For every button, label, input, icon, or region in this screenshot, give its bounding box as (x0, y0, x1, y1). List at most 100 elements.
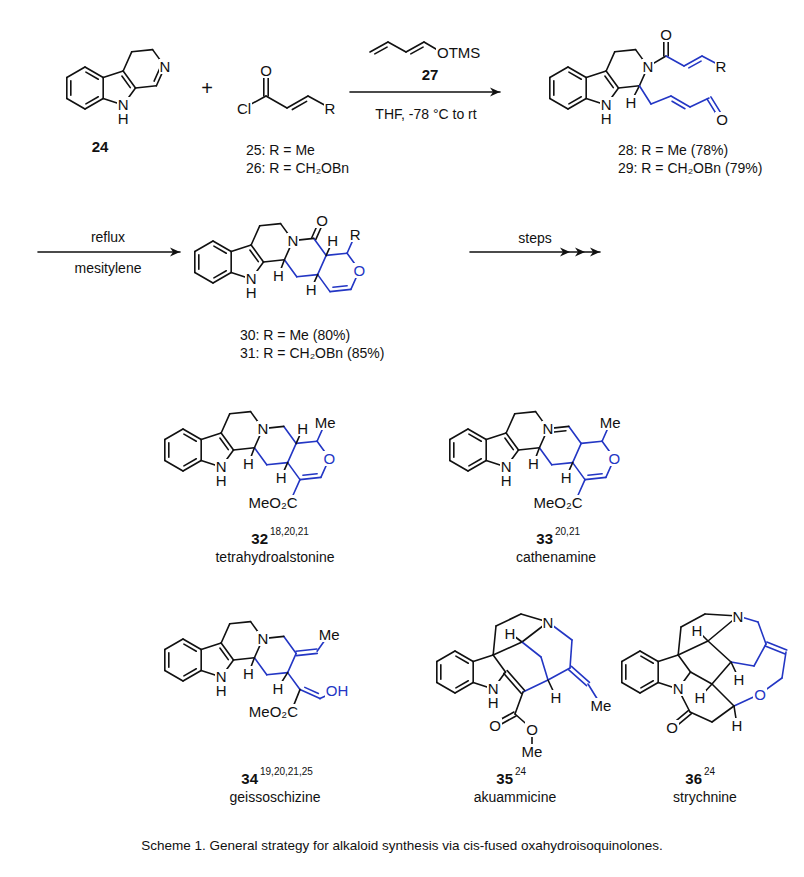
bond (297, 275, 318, 277)
bond (493, 655, 505, 672)
bond (493, 626, 496, 655)
double-bond (122, 76, 130, 88)
bond (200, 440, 202, 461)
bond (486, 433, 506, 439)
bond (183, 461, 201, 472)
condition-text: 31: R = CH₂OBn (85%) (240, 346, 384, 360)
atom-label: N (672, 681, 685, 696)
bond (231, 245, 251, 251)
double-bond (296, 653, 317, 655)
condition-text: 30: R = Me (80%) (240, 328, 350, 342)
double-bond (569, 97, 581, 104)
atom-label: N (215, 459, 228, 474)
bond (712, 662, 731, 684)
compound-name: geissoschizine (229, 790, 320, 804)
bond (622, 651, 640, 662)
arrowhead (170, 248, 180, 257)
bond (690, 98, 709, 107)
bond (388, 42, 406, 52)
bond (493, 642, 522, 655)
double-bond (672, 101, 685, 108)
double-bond (505, 438, 513, 450)
atom-label: N (487, 681, 500, 696)
bond (183, 671, 201, 682)
double-bond (588, 474, 602, 475)
condition-text: steps (518, 231, 551, 245)
bond (552, 463, 573, 465)
atom-label: O (488, 718, 502, 733)
bond (455, 651, 473, 662)
compound-number: 35 (496, 771, 513, 786)
atom-label: N (732, 609, 745, 624)
bond (450, 461, 468, 472)
double-bond (303, 474, 317, 475)
condition-text: THF, -78 °C to rt (375, 107, 476, 121)
bond (200, 650, 202, 671)
atom-label: H (600, 111, 613, 126)
compound-number: 27 (422, 67, 439, 82)
bond (288, 443, 297, 462)
double-bond (689, 61, 701, 68)
atom-label: N (117, 97, 130, 112)
bond (183, 429, 201, 440)
atom-label: R (324, 101, 337, 116)
compound-number: 34 (241, 771, 258, 786)
compound-number: 36 (685, 771, 702, 786)
bond (621, 662, 623, 683)
bond (284, 260, 296, 277)
bond (201, 643, 221, 649)
bond (230, 252, 232, 273)
reaction-arrow (38, 251, 180, 253)
bond (549, 78, 551, 99)
bond (568, 67, 586, 78)
bond (782, 652, 786, 678)
atom-label: H (487, 695, 500, 710)
atom-label: N (245, 271, 258, 286)
atom-label: Cl (236, 101, 252, 116)
compound-name: akuammicine (474, 790, 556, 804)
bond (288, 463, 300, 480)
double-bond (767, 642, 787, 650)
atom-label: H (504, 626, 517, 641)
atom-label: N (642, 59, 655, 74)
bond (288, 673, 300, 690)
bond (519, 448, 540, 450)
bond (85, 67, 103, 78)
bond (326, 253, 347, 255)
reference-superscript: 19,20,21,25 (260, 767, 313, 777)
bond (754, 644, 766, 666)
bond (522, 642, 541, 657)
bond (284, 426, 296, 443)
bond (523, 680, 548, 692)
bond (221, 414, 230, 433)
condition-text: 26: R = CH₂OBn (246, 161, 349, 175)
double-bond (440, 665, 442, 679)
atom-label: O (608, 451, 622, 466)
bond (300, 690, 320, 699)
double-bond (214, 271, 226, 278)
bond (221, 624, 230, 643)
atom-label: O (315, 213, 329, 228)
atom-label: H (731, 718, 744, 733)
bond (213, 241, 231, 252)
bond (548, 668, 570, 680)
atom-label: O (323, 451, 337, 466)
atom-label: N (159, 59, 172, 74)
bond (194, 252, 196, 273)
atom-label: N (257, 631, 270, 646)
atom-label: H (625, 95, 638, 110)
condition-text: 29: R = CH₂OBn (79%) (618, 161, 762, 175)
bond (666, 56, 684, 66)
bond (165, 639, 183, 650)
bond (234, 448, 255, 450)
bond (254, 448, 266, 465)
bond (678, 627, 681, 655)
bond (260, 224, 281, 226)
bond (234, 658, 255, 660)
bond (658, 655, 678, 661)
bond (586, 71, 606, 77)
bond (437, 683, 455, 694)
atom-label: H (215, 473, 228, 488)
double-bond (553, 81, 555, 95)
double-bond (86, 97, 98, 104)
